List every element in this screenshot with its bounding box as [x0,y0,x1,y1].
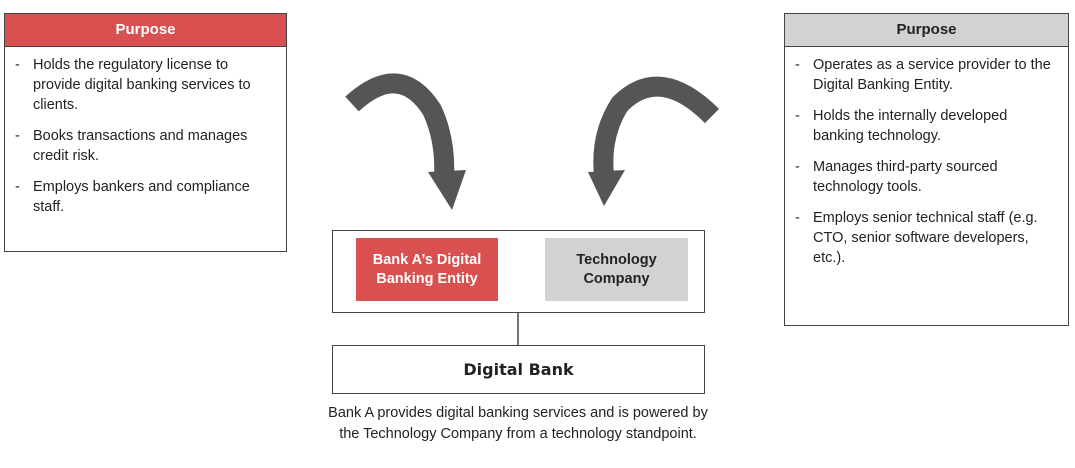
digital-bank-box: Digital Bank [332,345,705,394]
caption: Bank A provides digital banking services… [328,405,708,442]
right-purpose-panel: Purpose Operates as a service provider t… [784,13,1069,326]
list-item: Employs bankers and compliance staff. [15,177,276,217]
list-item: Employs senior technical staff (e.g. CTO… [795,208,1058,268]
bank-entity-box: Bank A’s Digital Banking Entity [356,238,498,301]
panel-title: Purpose [5,14,286,47]
panel-title: Purpose [785,14,1068,47]
left-curved-arrow-icon [345,73,466,210]
list-item: Holds the regulatory license to provide … [15,55,276,115]
left-purpose-panel: Purpose Holds the regulatory license to … [4,13,287,252]
list-item: Manages third-party sourced technology t… [795,157,1058,197]
list-item: Operates as a service provider to the Di… [795,55,1058,95]
digital-bank-label: Digital Bank [463,360,574,379]
right-curved-arrow-icon [588,76,720,206]
list-item: Books transactions and manages credit ri… [15,126,276,166]
technology-company-box: Technology Company [545,238,688,301]
list-item: Holds the internally developed banking t… [795,106,1058,146]
